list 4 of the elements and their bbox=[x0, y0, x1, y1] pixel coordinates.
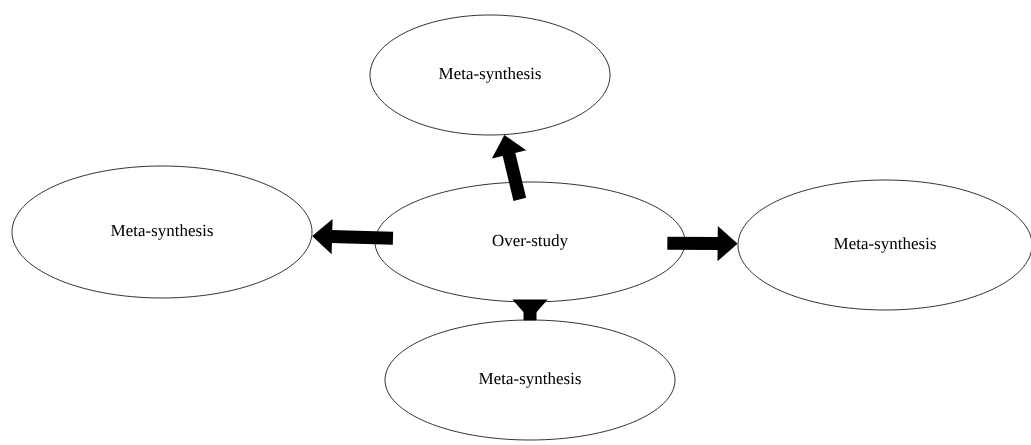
ellipse-node: Over-study bbox=[374, 181, 686, 303]
ellipse-node: Meta-synthesis bbox=[384, 319, 676, 441]
ellipse-node: Meta-synthesis bbox=[369, 14, 611, 136]
ellipse-node: Meta-synthesis bbox=[11, 165, 313, 299]
